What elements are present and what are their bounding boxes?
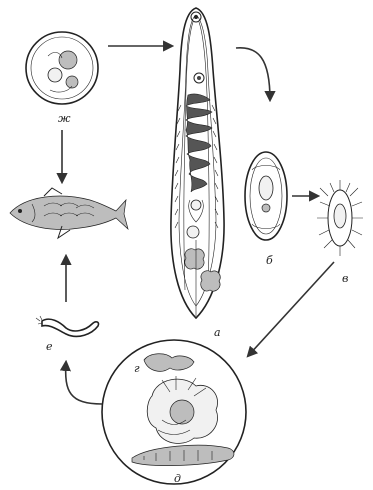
encysted-egg <box>26 32 98 104</box>
coracidium <box>317 180 363 256</box>
arrow-adult-to-egg <box>236 48 270 100</box>
label-g: г <box>134 362 140 375</box>
label-v: в <box>342 272 348 285</box>
label-d: д <box>174 472 181 485</box>
label-e: е <box>46 340 53 353</box>
adult-fluke <box>171 8 224 318</box>
arrow-coracidium-to-host <box>248 262 334 356</box>
label-b: б <box>266 254 273 267</box>
egg <box>245 152 287 240</box>
fish <box>10 188 128 238</box>
intermediate-host-circle <box>102 340 246 484</box>
arrow-host-to-larva <box>66 362 102 404</box>
larva <box>36 316 99 336</box>
label-a: а <box>214 326 221 339</box>
label-zh: ж <box>58 112 71 125</box>
